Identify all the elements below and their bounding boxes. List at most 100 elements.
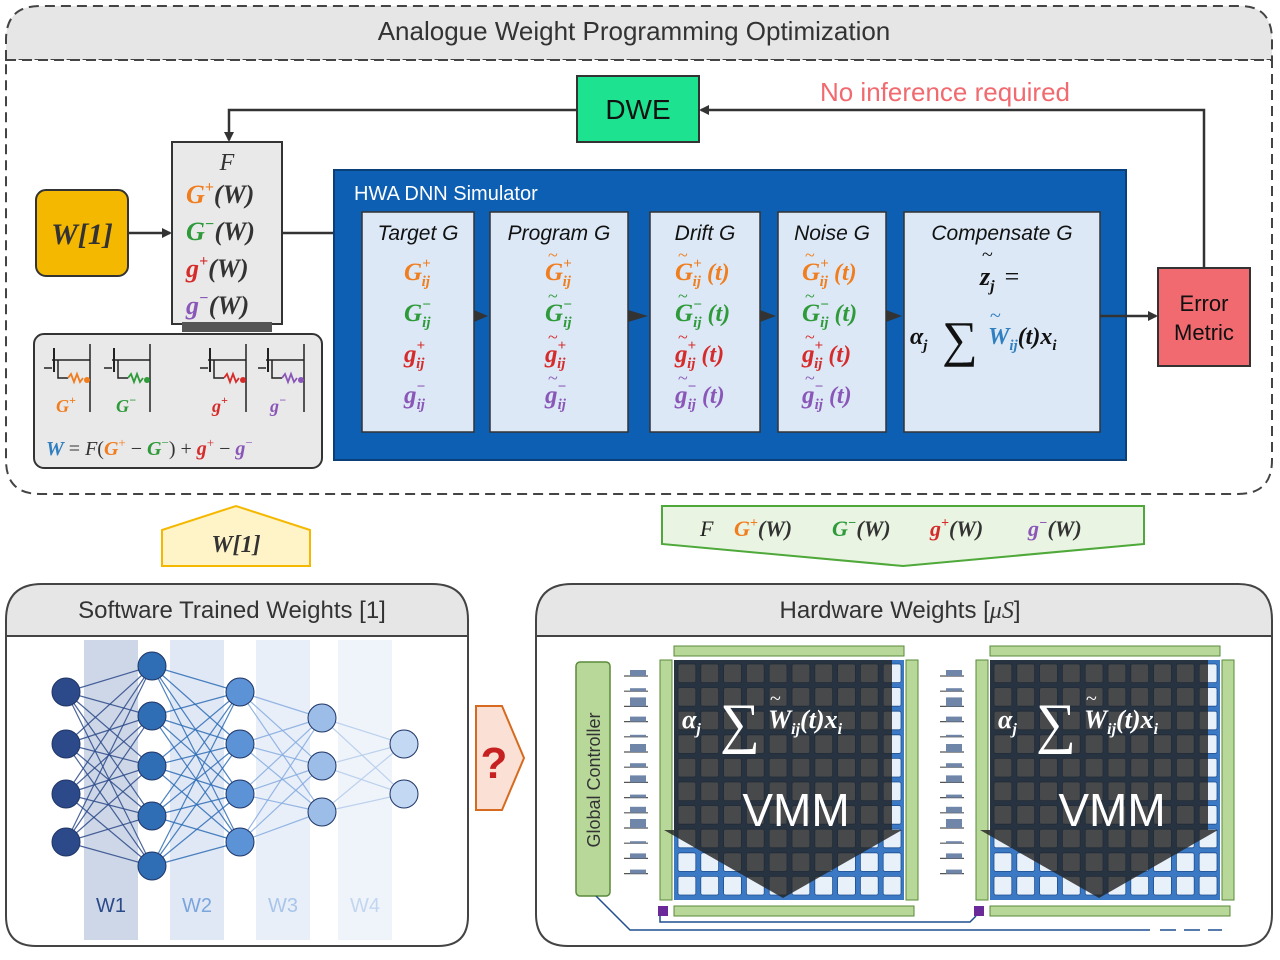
stage-3-sym-sub-0: ij [820,274,829,290]
stage-2-tilde-2: ~ [678,327,688,347]
eq-lgm-sign: − [245,435,252,450]
stage-1-sym-sign-2: + [558,338,567,354]
output-item-sym-0: F [699,516,714,541]
tile-1-vmm-label: VMM [1058,784,1165,836]
neuron-2-2 [225,779,255,809]
compensate-z: z [979,262,991,291]
edge-0-3-3 [65,815,153,843]
neuron-3-2 [307,797,337,827]
neuron-2-0 [225,677,255,707]
compensate-w: Wij(t)xi [988,324,1057,354]
stage-2-sym-1: G−ij(t) [675,297,730,331]
stage-2-sym-letter-2: g [674,341,688,368]
stage-2-tilde-3: ~ [678,368,688,388]
eq-w: W [46,438,65,460]
stage-3-sym-2: g+ij(t) [801,338,851,372]
stage-2: Drift GG+ij(t)~G−ij(t)~g+ij(t)~g−ij(t)~ [649,211,761,433]
stage-arrow-2 [760,310,776,322]
stage-arrow-0 [474,310,488,322]
tile-0-cell-9-6 [814,876,833,896]
tile-1-cell-9-2 [1039,876,1058,896]
stage-0-sym-0: G+ij [404,256,431,290]
cell-drain-1 [117,360,128,379]
stage-0-sym-letter-3: g [403,382,417,409]
edge-2-1-2 [239,743,323,813]
stage-1-sym-sub-2: ij [557,356,566,372]
tile-0-cell-9-8 [860,876,879,896]
tile-1-dac-8 [946,794,962,798]
input-label: W[1] [51,218,113,251]
cell-circuits: G+G−g+g− [44,344,305,416]
output-item-sign-3: + [941,516,949,531]
neuron-2-3 [225,827,255,857]
stage-0-sym-sign-1: − [422,297,431,313]
error-metric-line2: Metric [1174,320,1234,345]
eq-close: ) + [169,438,197,460]
stage-1-sym-sign-3: − [558,379,567,395]
tile-0-dac-5 [630,744,646,752]
tile-0-cell-8-8 [860,852,879,872]
param-arg-2: (W) [208,254,248,283]
edge-0-3-4 [65,841,153,867]
edge-1-3-3 [151,815,241,843]
stage-3: Noise GG+ij(t)~G−ij(t)~g+ij(t)~g−ij(t)~ [777,211,887,433]
param-arg-3: (W) [209,291,249,320]
compensate-w-sub: ij [1009,338,1018,354]
stage-0-sym-sub-2: ij [416,356,425,372]
w1-up-label: W[1] [211,532,260,558]
stage-1: Program GG+ij~G−ij~g+ij~g−ij~ [489,211,629,433]
stage-2-sym-sub-0: ij [693,274,702,290]
stage-1-tilde-2: ~ [548,327,558,347]
tile-1-dac-4 [946,734,962,737]
edge-1-4-2 [151,793,241,867]
cell-circuit-0: G+ [44,344,91,416]
stage-1-sym-letter-1: G [545,300,563,327]
tile-0-dac-2 [630,697,646,707]
cell-label-sign-0: + [69,393,76,407]
neuron-0-1 [51,729,81,759]
stage-2-sym-time-1: (t) [708,301,731,327]
stage-3-sym-time-0: (t) [834,260,857,286]
global-controller: Global Controller [575,661,611,897]
compensate-w-tilde: ~ [990,305,1001,327]
layer-band-0 [84,640,138,940]
edge-1-4-3 [151,841,241,867]
tile-0-dac-4 [630,734,646,737]
output-item-arg-4: (W) [1047,516,1081,541]
software-title: Software Trained Weights [1] [78,597,386,624]
edge-0-3-2 [65,765,153,843]
stage-3-sym-time-3: (t) [829,383,852,409]
tile-0-dac-10 [630,819,646,828]
cell-resistor-1 [127,371,144,385]
edge-0-3-0 [65,665,153,843]
tile-0-formula-tilde: ~ [770,688,781,710]
tile-0-formula-w-sub: ij [791,721,800,738]
hardware-header [535,583,1273,637]
stage-3-sym-letter-2: g [801,341,815,368]
tile-0-dac-3 [630,716,646,722]
tile-1-dac-3 [946,716,962,722]
eq-lgp: g [196,438,207,460]
output-item-2: G−(W) [832,516,891,541]
stage-1-sym-letter-0: G [545,259,563,286]
compensate-alpha-sub: j [921,338,928,354]
hardware-title-unit: μS [989,598,1014,624]
stage-1-sym-sub-0: ij [563,274,572,290]
cell-label-sign-2: + [221,393,228,407]
neuron-4-1 [389,779,419,809]
eq-minus: − [126,438,147,460]
tile-1-formula-t: (t) [1116,705,1141,734]
stage-3-sym-time-2: (t) [828,342,851,368]
tile-0-adc [658,906,668,916]
error-metric-block: Error Metric [1157,267,1251,367]
stage-3-tilde-0: ~ [805,245,815,265]
cell-node-2 [240,377,246,383]
tile-0-dac-11 [630,841,646,844]
compensate-eq: = [1005,262,1020,291]
tile-1-cell-9-9 [1198,876,1218,896]
param-sign-0: + [205,179,214,196]
cell-label-0: G+ [56,393,76,416]
cell-node-3 [298,377,304,383]
